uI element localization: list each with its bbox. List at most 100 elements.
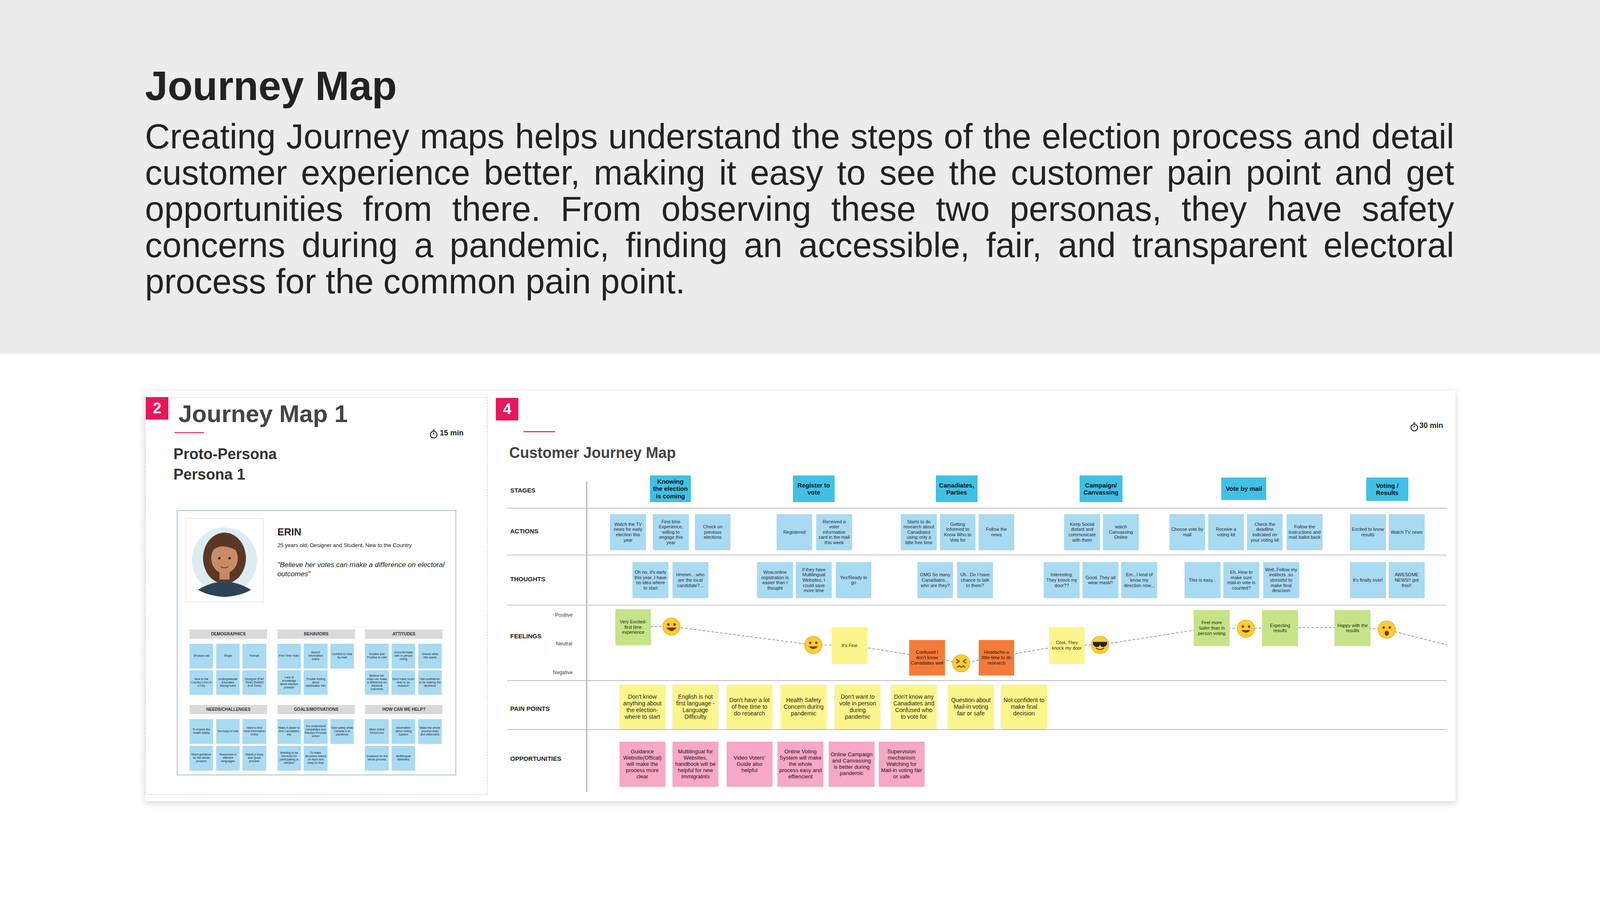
sticky-note: Excited and Positive to vote bbox=[365, 643, 389, 669]
label-slot: Positive bbox=[555, 612, 573, 618]
timer-icon bbox=[1410, 422, 1418, 431]
sticky-note: Receive a voting kit bbox=[1208, 514, 1245, 550]
sticky-note: It's Fine bbox=[831, 627, 868, 664]
node-text: Watch TV news bbox=[1390, 529, 1423, 535]
emoji-part bbox=[952, 654, 970, 673]
sticky-note: Too busy to vote bbox=[216, 719, 240, 744]
opportunity-note: Online Campaign and Canvassing is better… bbox=[828, 741, 875, 787]
emoji-part bbox=[804, 636, 823, 654]
persona-text: 25 years old, Designer and Student, New … bbox=[277, 542, 449, 549]
emoji-part bbox=[957, 665, 966, 668]
grid-lines bbox=[507, 481, 1448, 792]
node-text: First Time Voter bbox=[278, 654, 300, 658]
node-text: Em...I kind of know my direction now... bbox=[1122, 572, 1156, 588]
node-text: Make it easier to find Canadiates info bbox=[278, 726, 300, 737]
sticky-note: Don't have much time to do research bbox=[391, 670, 415, 695]
sticky-note: Search information online bbox=[303, 643, 328, 669]
sticky-note: Check on previous elections bbox=[695, 514, 731, 550]
node-text: Need guidance for the whole process bbox=[190, 752, 213, 763]
node-text: Unsure what she wants bbox=[419, 652, 441, 660]
persona-avatar bbox=[185, 518, 264, 603]
emoji-part bbox=[1095, 647, 1105, 650]
emoji-part bbox=[809, 641, 812, 645]
node-text: If they have Multilingual Websites, I co… bbox=[797, 567, 830, 594]
sticky-note: Single bbox=[216, 643, 240, 669]
node-text: Supervision mechanism Watching for Mail-… bbox=[880, 748, 923, 780]
text-label: ACTIONS bbox=[510, 527, 539, 535]
node-text: Starts to do research about Canadiates u… bbox=[902, 519, 935, 546]
node-text: BEHAVIORS bbox=[277, 631, 355, 637]
text-label: 30 min bbox=[1419, 421, 1444, 431]
opportunity-note: Online Voting System will make the whole… bbox=[777, 741, 824, 787]
sticky-note: Health Safety Concern during pandemic bbox=[780, 684, 827, 729]
sticky-note: Received a voter information card in the… bbox=[816, 514, 853, 550]
label-slot: THOUGHTS bbox=[510, 575, 545, 583]
sticky-note: Female bbox=[242, 643, 266, 669]
sticky-note: Watch the TV news for early election thi… bbox=[610, 514, 646, 550]
node-text: Wants a Easy and Quick process bbox=[243, 752, 265, 763]
sticky-note: Don't know any Canadiates and Confused w… bbox=[890, 684, 937, 729]
emoji-part bbox=[815, 641, 818, 645]
node-text: AWESOME NEWS!! got this!! bbox=[1390, 572, 1423, 588]
label-slot: Creating Journey maps helps understand t… bbox=[145, 118, 1455, 300]
text-label: Positive bbox=[555, 612, 573, 618]
node-text: Too understand Canadiates and Election P… bbox=[304, 724, 327, 738]
node-text: Don't have much time to do research bbox=[392, 677, 415, 688]
emoji-part bbox=[667, 623, 670, 626]
node-text: HOW CAN WE HELP? bbox=[365, 707, 443, 713]
sticky-note: Keep Social distant and communicate with… bbox=[1064, 514, 1100, 550]
node-text: 25 years old bbox=[190, 654, 213, 658]
text-label: FEELINGS bbox=[510, 632, 542, 640]
node-text: Follow the news bbox=[980, 526, 1013, 538]
text-label: Proto-Persona bbox=[173, 445, 277, 463]
sticky-note: Wanting to be informed for participating… bbox=[277, 745, 301, 771]
feeling-note: Expecting results bbox=[1262, 610, 1298, 646]
node-text: Check the deadline indicated on your vot… bbox=[1248, 521, 1282, 543]
emoji-part bbox=[1091, 636, 1109, 654]
text-label: STAGES bbox=[510, 486, 536, 495]
node-text: Guidance Website(Offical) will make the … bbox=[621, 748, 664, 780]
node-text: Vote safely while Canada is in pandemic bbox=[331, 726, 353, 737]
emoji-part bbox=[1247, 625, 1251, 628]
sticky-note: Make the whole process easy and effienci… bbox=[418, 719, 442, 744]
node-text: New to the Country Lives in a City bbox=[190, 677, 213, 688]
page-title: Journey Map bbox=[145, 61, 1455, 111]
sticky-note: Wants a Easy and Quick process bbox=[242, 745, 266, 771]
stage-box: Voting / Results bbox=[1366, 477, 1408, 501]
emoji-part bbox=[1237, 620, 1255, 638]
emoji-part bbox=[1382, 626, 1385, 629]
sticky-note: Watch TV news bbox=[1388, 514, 1425, 550]
text-label: OPPORTUNITIES bbox=[510, 755, 562, 763]
node-text: OMG So many Canadiates... who are they? bbox=[919, 572, 952, 588]
stage-box: Canadiates, Parties bbox=[935, 475, 978, 503]
sticky-note: Not confident to make final decision bbox=[1000, 684, 1047, 729]
accent-line bbox=[523, 431, 555, 433]
sticky-note: It's finally over! bbox=[1350, 562, 1386, 598]
node-text: Resources in different languages bbox=[217, 752, 239, 763]
stage-box: Knowing the election is coming bbox=[650, 475, 691, 503]
sticky-note: Choose vote by mail bbox=[1169, 514, 1206, 550]
sticky-note: Getting Informed to Know Who to Vote for bbox=[940, 514, 976, 550]
sticky-note: Resources in different languages bbox=[216, 745, 240, 771]
label-slot: Journey Map 1 bbox=[178, 399, 348, 429]
node-text: Expecting results bbox=[1263, 622, 1297, 634]
node-text: To ensure the health safety bbox=[190, 727, 213, 735]
panel-frame bbox=[145, 397, 488, 795]
text-label: Neutral bbox=[556, 640, 573, 647]
node-text: NEEDS/CHALLENGES bbox=[190, 707, 267, 713]
sticky-note: Trouble finding about candidates' info bbox=[303, 670, 328, 695]
stage-box: Campaign/ Canvassing bbox=[1079, 475, 1123, 503]
node-text: Hard to find most information online bbox=[243, 726, 265, 737]
label-slot: Negative bbox=[552, 669, 573, 676]
node-text: GOALS/MOTIVATIONS bbox=[277, 707, 355, 713]
feeling-note: Confused I don't know Canadiates well bbox=[909, 640, 945, 676]
persona-text: "Believe her votes can make a difference… bbox=[277, 560, 449, 579]
node-text: Wanting to be informed for participating… bbox=[278, 751, 300, 765]
feeling-note: Very Excited-first time experience bbox=[615, 609, 652, 645]
section-header: HOW CAN WE HELP? bbox=[365, 705, 443, 715]
sticky-note: Multilingual Websites bbox=[391, 745, 415, 771]
node-text: Hmmm....who are the local candidate?... bbox=[674, 572, 707, 588]
node-text: 4 bbox=[496, 400, 518, 418]
text-label: Journey Map 1 bbox=[178, 399, 348, 429]
node-text: It's finally over! bbox=[1351, 577, 1385, 583]
